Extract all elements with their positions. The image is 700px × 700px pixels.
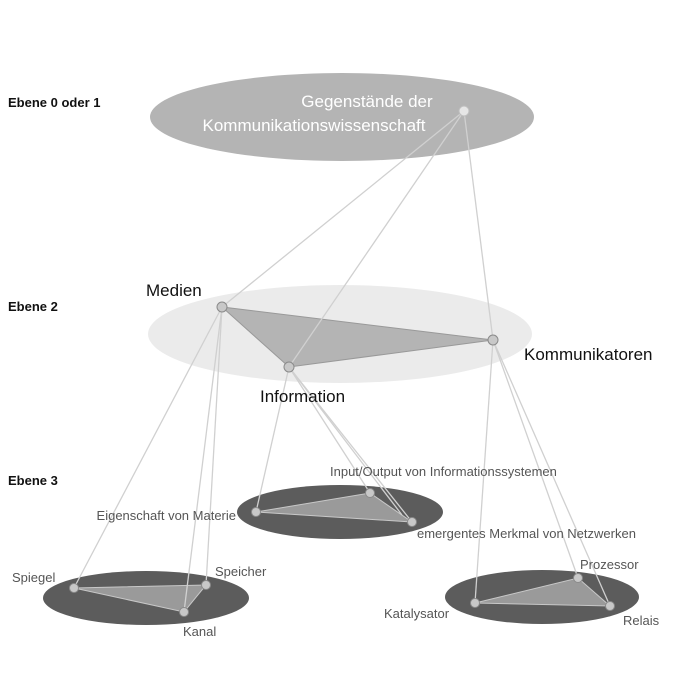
label-medien: Medien — [146, 281, 202, 300]
node-kommunikatoren — [487, 334, 499, 346]
connector-information-input-output — [288, 366, 371, 494]
node-information — [283, 361, 295, 373]
level-label-3: Ebene 3 — [8, 473, 58, 488]
information-triangle — [255, 492, 414, 523]
level-label-2: Ebene 2 — [8, 299, 58, 314]
connector-medien-spiegel — [73, 306, 223, 589]
level-label-0-1: Ebene 0 oder 1 — [8, 95, 100, 110]
node-eigenschaft — [251, 507, 261, 517]
label-relais: Relais — [623, 613, 660, 628]
connectors — [73, 110, 611, 613]
level2-triangle — [220, 306, 494, 368]
connector-top-medien — [221, 110, 465, 308]
connector-medien-kanal — [183, 306, 223, 613]
connector-kommunikatoren-prozessor — [492, 339, 579, 579]
node-kanal — [179, 607, 189, 617]
connector-information-emergentes-2 — [288, 366, 403, 516]
label-spiegel: Spiegel — [12, 570, 55, 585]
node-spiegel — [69, 583, 79, 593]
connector-kommunikatoren-relais — [492, 339, 611, 607]
node-medien — [216, 301, 228, 313]
connector-kommunikatoren-katalysator — [474, 339, 494, 604]
label-kanal: Kanal — [183, 624, 216, 639]
connector-top-kommunikatoren — [463, 110, 494, 341]
node-relais — [605, 601, 615, 611]
label-kommunikatoren: Kommunikatoren — [524, 345, 653, 364]
medien-triangle — [73, 584, 208, 613]
label-emergentes: emergentes Merkmal von Netzwerken — [417, 526, 636, 541]
node-top — [458, 105, 470, 117]
top-level-ellipse — [150, 73, 534, 161]
label-speicher: Speicher — [215, 564, 267, 579]
label-information: Information — [260, 387, 345, 406]
label-input-output: Input/Output von Informationssystemen — [330, 464, 557, 479]
label-katalysator: Katalysator — [384, 606, 450, 621]
node-emergentes — [407, 517, 417, 527]
connector-top-information — [288, 110, 465, 368]
nodes — [69, 105, 615, 617]
node-input-output — [365, 488, 375, 498]
top-node-label-line1: Gegenstände der — [301, 92, 433, 111]
top-node-label-line2: Kommunikationswissenschaft — [203, 116, 426, 135]
connector-information-eigenschaft — [255, 366, 290, 513]
connector-medien-speicher — [205, 306, 223, 586]
kommunikatoren-triangle — [474, 577, 612, 607]
node-katalysator — [470, 598, 480, 608]
node-speicher — [201, 580, 211, 590]
node-prozessor — [573, 573, 583, 583]
label-eigenschaft: Eigenschaft von Materie — [97, 508, 236, 523]
label-prozessor: Prozessor — [580, 557, 639, 572]
